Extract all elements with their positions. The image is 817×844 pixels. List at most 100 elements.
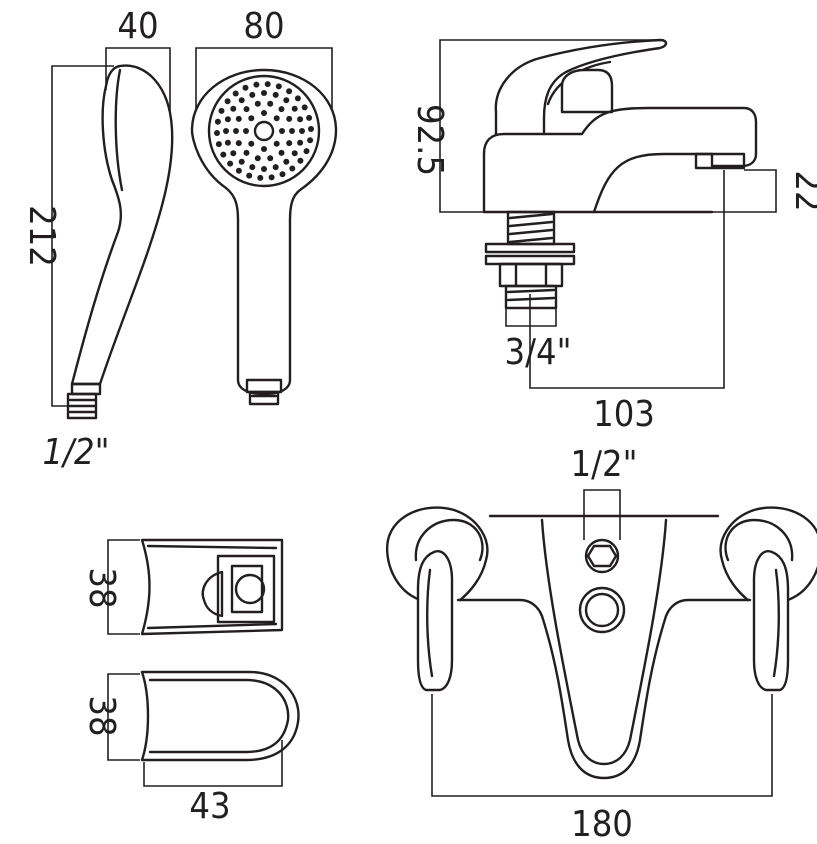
spray-nozzle — [278, 106, 285, 113]
spray-nozzle — [238, 97, 245, 104]
dim-mixer-height — [439, 39, 664, 213]
spray-nozzle — [261, 146, 267, 152]
spray-nozzle — [283, 158, 290, 165]
label-tail-thread: 3/4" — [504, 332, 571, 373]
spray-nozzle — [261, 90, 267, 96]
dim-holder-height — [107, 539, 140, 635]
spray-nozzle — [224, 139, 231, 146]
spray-nozzle — [243, 149, 250, 156]
label-mixer-height: 92.5 — [409, 104, 450, 176]
spray-nozzle — [273, 115, 280, 122]
label-spout-projection: 103 — [593, 394, 655, 435]
spray-nozzle — [297, 157, 304, 164]
spray-nozzle — [235, 115, 242, 122]
label-wall-bracket-depth: 43 — [189, 786, 230, 827]
label-handset-depth: 40 — [117, 6, 158, 47]
dim-spout-projection — [529, 170, 725, 389]
spray-nozzle — [294, 95, 301, 102]
spray-nozzle — [306, 114, 313, 121]
spray-nozzle — [283, 97, 290, 104]
spray-nozzle — [230, 150, 237, 157]
spray-nozzle — [257, 174, 264, 181]
spray-nozzle — [278, 149, 285, 156]
label-handset-length: 212 — [21, 205, 62, 267]
spray-nozzle — [218, 107, 225, 114]
spray-nozzle — [297, 139, 304, 146]
spray-nozzle — [279, 128, 285, 134]
spray-nozzle — [242, 84, 249, 91]
spray-nozzle — [232, 90, 239, 97]
label-handset-face-width: 80 — [243, 6, 284, 47]
spray-nozzle — [248, 115, 255, 122]
spray-nozzle — [214, 130, 220, 136]
spray-nozzle — [291, 105, 298, 112]
handset-holder-view — [140, 538, 284, 636]
dim-handset-face-width — [195, 47, 333, 110]
spray-nozzle — [248, 140, 255, 147]
dim-outlet-thread — [583, 489, 621, 540]
spray-nozzle — [235, 140, 242, 147]
label-tap-centres: 180 — [571, 804, 633, 844]
spray-nozzle — [233, 128, 239, 134]
spray-nozzle — [286, 88, 293, 95]
spray-nozzle — [235, 167, 242, 174]
spray-nozzle — [308, 126, 314, 132]
spray-nozzle — [215, 141, 222, 148]
spray-nozzle — [249, 91, 256, 98]
spray-nozzle — [286, 115, 293, 122]
spray-nozzle — [291, 150, 298, 157]
spray-nozzle — [268, 174, 275, 181]
spray-nozzle — [275, 83, 282, 90]
spray-dots — [214, 81, 314, 181]
spray-nozzle — [289, 128, 295, 134]
spray-nozzle — [227, 160, 234, 167]
spray-nozzle — [220, 151, 227, 158]
label-handset-thread: 1/2" — [42, 432, 109, 473]
mixer-front-view — [385, 506, 817, 780]
spray-nozzle — [301, 104, 308, 111]
dim-wall-bracket-depth — [143, 740, 283, 787]
mixer-side-view — [482, 38, 758, 310]
spray-nozzle — [267, 100, 274, 107]
spray-nozzle — [253, 81, 260, 88]
dim-tail-thread — [505, 296, 557, 327]
spray-nozzle — [307, 137, 314, 144]
spray-nozzle — [249, 164, 256, 171]
spray-nozzle — [230, 105, 237, 112]
spray-nozzle — [214, 118, 221, 125]
spray-nozzle — [273, 140, 280, 147]
spray-nozzle — [224, 116, 231, 123]
spray-nozzle — [297, 116, 304, 123]
label-holder-height: 38 — [81, 567, 122, 608]
spray-nozzle — [286, 140, 293, 147]
label-spout-outlet-height: 22 — [787, 170, 817, 211]
spray-nozzle — [272, 164, 279, 171]
handset-front-view — [190, 68, 338, 406]
spray-nozzle — [223, 128, 229, 134]
spray-nozzle — [224, 98, 231, 105]
spray-nozzle — [272, 91, 279, 98]
spray-nozzle — [303, 148, 310, 155]
spray-nozzle — [299, 128, 305, 134]
handset-side-view — [66, 64, 174, 420]
spray-nozzle — [243, 106, 250, 113]
dim-handset-depth — [105, 47, 171, 112]
dim-spout-outlet-height — [712, 169, 777, 213]
spray-nozzle — [261, 110, 267, 116]
dim-wall-bracket-height — [107, 673, 140, 761]
label-outlet-thread: 1/2" — [570, 444, 637, 485]
wall-bracket-view — [140, 670, 300, 762]
spray-nozzle — [254, 100, 261, 107]
spray-nozzle — [279, 171, 286, 178]
spray-nozzle — [254, 155, 261, 162]
spray-nozzle — [243, 128, 249, 134]
spray-nozzle — [267, 155, 274, 162]
dim-handset-length — [51, 65, 114, 407]
spray-nozzle — [238, 158, 245, 165]
spray-nozzle — [289, 165, 296, 172]
spray-nozzle — [264, 81, 271, 88]
spray-nozzle — [261, 166, 267, 172]
dim-tap-centres — [431, 694, 773, 797]
spray-nozzle — [246, 172, 253, 179]
